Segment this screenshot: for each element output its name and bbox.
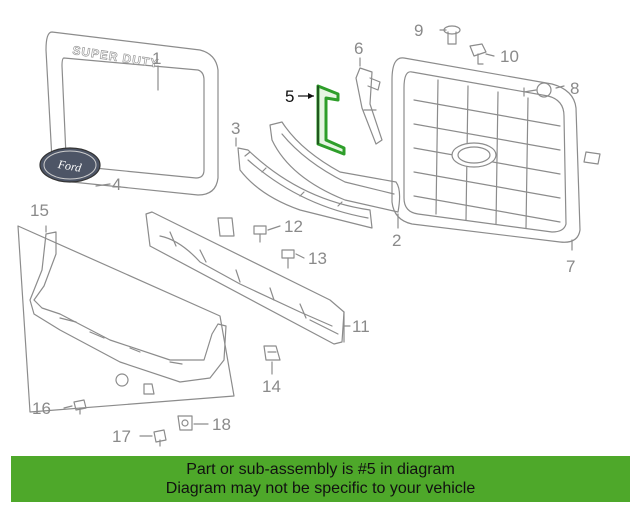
callout-1: 1 [152,49,161,68]
callout-10: 10 [500,47,519,66]
callout-5-arrowhead [308,93,314,99]
callout-12: 12 [284,217,303,236]
embossed-lettering: SUPER DUTY [72,43,160,70]
callout-14: 14 [262,377,281,396]
callout-18: 18 [212,415,231,434]
part-5-highlighted-bracket [316,84,346,156]
part-7-grille [391,57,601,243]
part-16-bolt [73,399,87,415]
part-17-bolt [153,429,167,447]
part-11-bracket-bar [145,211,345,345]
callout-5: 5 [285,87,294,106]
part-13-screw [281,249,295,269]
emblem-lettering: Ford [56,157,84,175]
part-clip-small [217,217,235,237]
part-2-upper-bar [269,121,401,213]
part-9-push-pin [443,25,461,45]
callout-8: 8 [570,79,579,98]
part-8-screw [523,82,552,98]
callout-4: 4 [112,175,121,194]
part-12-screw [253,225,267,243]
part-3-lower-trim [237,147,373,229]
part-info-banner: Part or sub-assembly is #5 in diagram Di… [11,456,630,502]
part-14-clip [263,345,281,361]
banner-line-1: Part or sub-assembly is #5 in diagram [186,461,455,478]
callout-16: 16 [32,399,51,418]
part-15-lower-reinforcement [17,225,235,413]
part-4-emblem: Ford [39,147,101,183]
callout-6: 6 [354,39,363,58]
callout-3: 3 [231,119,240,138]
callout-13: 13 [308,249,327,268]
part-18-nut [177,415,193,431]
part-6-bracket [355,67,383,145]
callout-15: 15 [30,201,49,220]
callout-11: 11 [352,317,370,336]
callout-2: 2 [392,231,401,250]
callout-7: 7 [566,257,575,276]
callout-17: 17 [112,427,131,446]
part-10-bolt [469,43,487,65]
callout-9: 9 [414,21,423,40]
leader-lines [45,29,573,437]
banner-line-2: Diagram may not be specific to your vehi… [165,480,476,497]
